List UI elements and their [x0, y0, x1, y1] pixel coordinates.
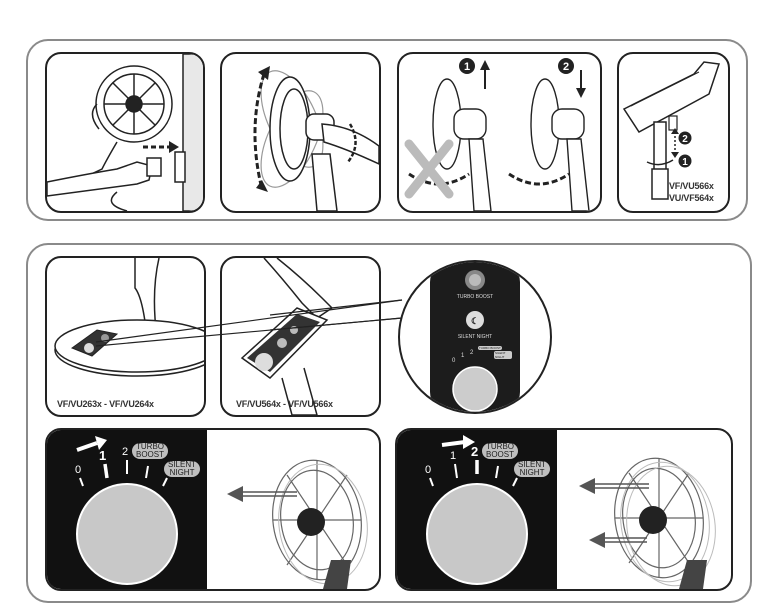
speed-dial-setting-2: 0 1 2 TURBO BOOST SILENT NIGHT — [395, 428, 733, 591]
stand-model-label-2: VU/VF564x — [669, 193, 714, 203]
step-badge-2: 2 — [563, 61, 569, 73]
dial-left-num-0: 0 — [75, 464, 82, 476]
dial-right-num-2: 2 — [471, 444, 479, 459]
stand-badge-2: 2 — [682, 134, 688, 145]
base-model-label-1: VF/VU263x - VF/VU264x — [57, 399, 154, 409]
tilt-adjust-illustration — [220, 52, 381, 213]
zoom-dial-2: 2 — [470, 350, 474, 356]
dial-left-num-1: 1 — [99, 448, 107, 463]
base-model-label-2: VF/VU564x - VF/VU566x — [236, 399, 333, 409]
base-controls-small-illustration: VF/VU263x - VF/VU264x — [45, 256, 206, 417]
zoom-dial-silent: SILENT NIGHT — [494, 351, 512, 359]
zoom-silent-label: SILENT NIGHT — [457, 334, 493, 340]
dial-right-silent-tag: SILENT NIGHT — [514, 461, 551, 477]
oscillation-lock-illustration: 1 2 — [397, 52, 602, 213]
plug-in-illustration — [45, 52, 205, 213]
dial-left-turbo-tag: TURBO BOOST — [132, 443, 169, 459]
speed-dial-setting-1: 0 1 2 TURBO BOOST SILENT NIGHT — [45, 428, 381, 591]
dial-left-num-2: 2 — [122, 446, 129, 458]
dial-left-silent-tag: SILENT NIGHT — [164, 461, 201, 477]
base-controls-large-illustration: VF/VU564x - VF/VU566x — [220, 256, 381, 417]
stand-badge-1: 1 — [682, 157, 688, 168]
zoom-turbo-label: TURBO BOOST — [456, 294, 494, 300]
zoom-dial-1: 1 — [461, 353, 465, 359]
svg-text:☾: ☾ — [471, 316, 479, 326]
step-badge-1: 1 — [464, 61, 470, 73]
control-zoom-circle: ☾ TURBO BOOST SILENT NIGHT 0 1 2 TURBO B… — [398, 260, 552, 414]
dial-right-num-0: 0 — [425, 464, 432, 476]
stand-height-illustration: 2 1 VF/VU566x VU/VF564x — [617, 52, 730, 213]
zoom-dial-0: 0 — [452, 358, 456, 364]
dial-right-num-1: 1 — [450, 450, 457, 462]
dial-right-turbo-tag: TURBO BOOST — [482, 443, 519, 459]
zoom-dial-turbo: TURBO BOOST — [478, 346, 502, 350]
stand-model-label-1: VF/VU566x — [669, 181, 714, 191]
